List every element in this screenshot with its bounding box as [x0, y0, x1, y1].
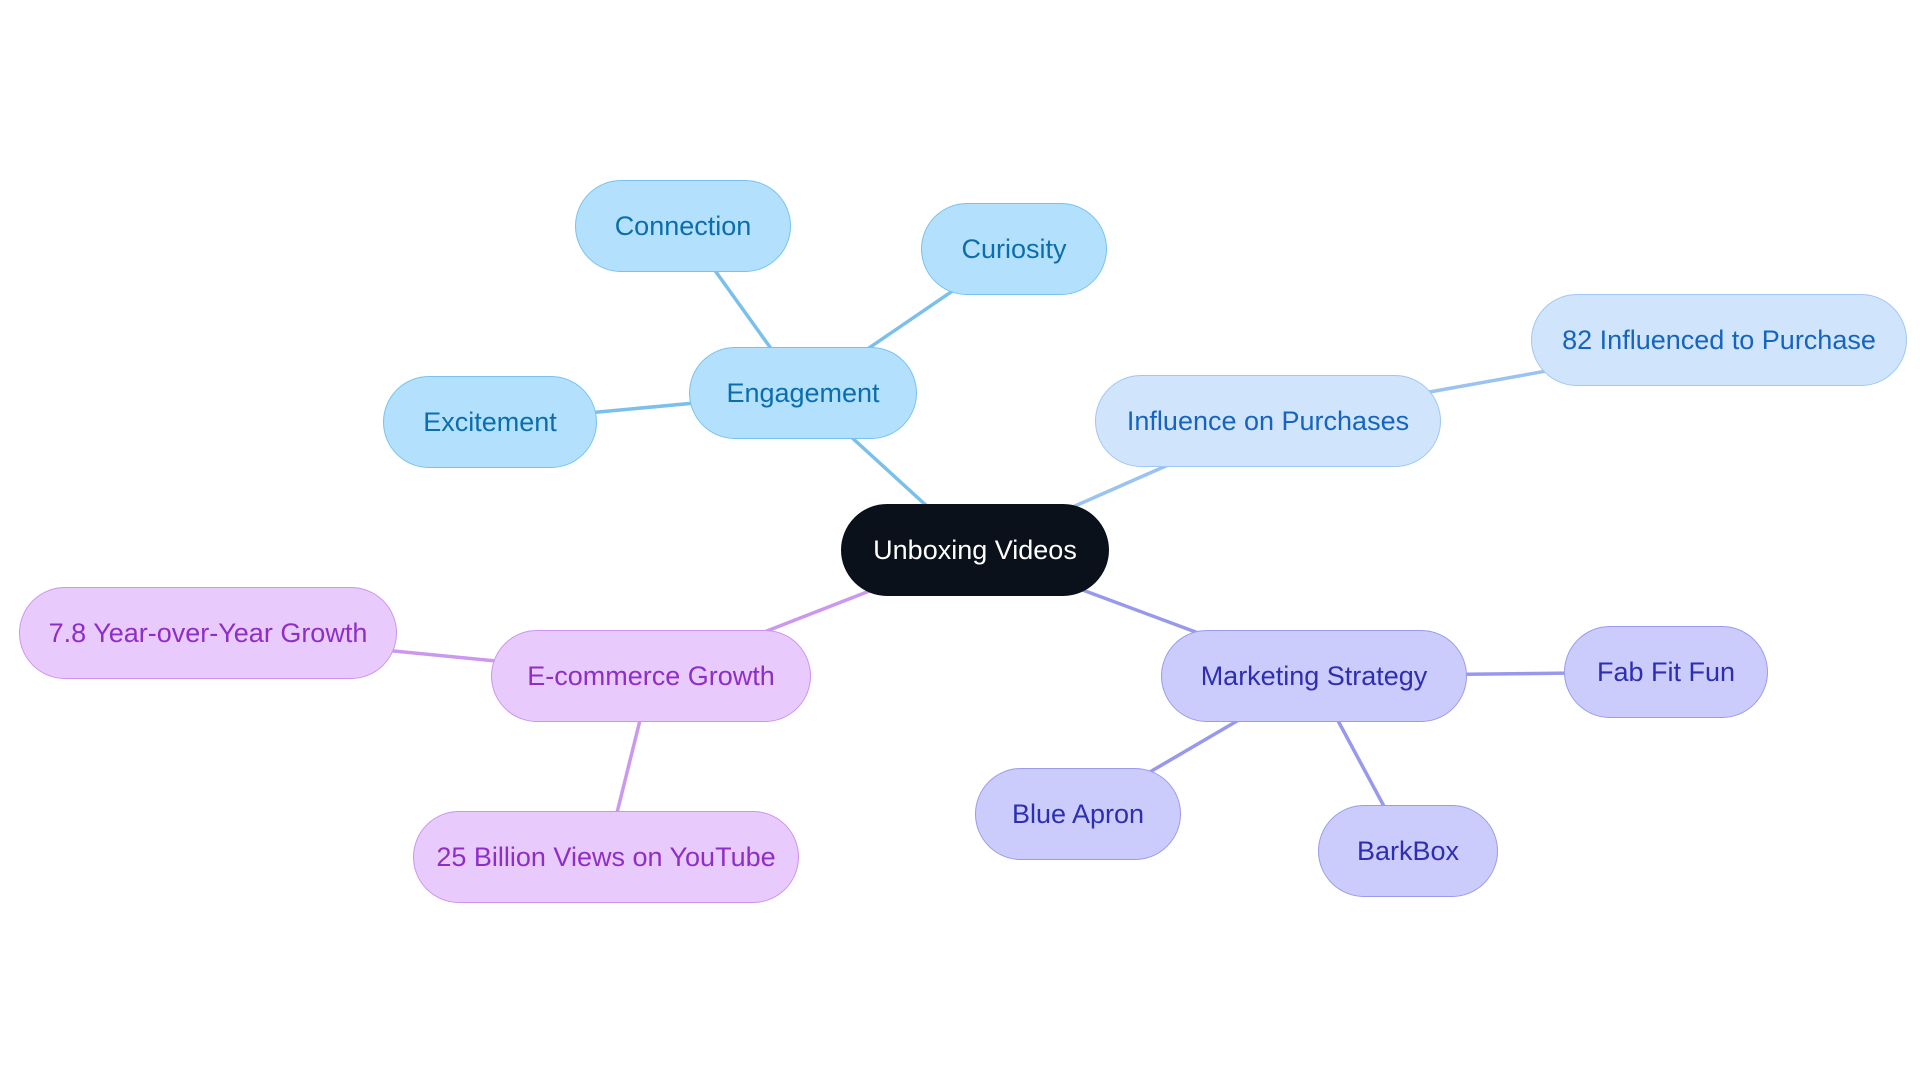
node-engagement[interactable]: Engagement	[689, 347, 917, 439]
root-node-unboxing-videos[interactable]: Unboxing Videos	[841, 504, 1109, 596]
node-barkbox[interactable]: BarkBox	[1318, 805, 1498, 897]
node-curiosity[interactable]: Curiosity	[921, 203, 1107, 295]
node-influence-on-purchases[interactable]: Influence on Purchases	[1095, 375, 1441, 467]
node-blue-apron[interactable]: Blue Apron	[975, 768, 1181, 860]
node-82-influenced-to-purchase[interactable]: 82 Influenced to Purchase	[1531, 294, 1907, 386]
node-7-8-year-over-year-growth[interactable]: 7.8 Year-over-Year Growth	[19, 587, 397, 679]
node-ecommerce-growth[interactable]: E-commerce Growth	[491, 630, 811, 722]
node-marketing-strategy[interactable]: Marketing Strategy	[1161, 630, 1467, 722]
node-connection[interactable]: Connection	[575, 180, 791, 272]
node-fab-fit-fun[interactable]: Fab Fit Fun	[1564, 626, 1768, 718]
node-25-billion-views-on-youtube[interactable]: 25 Billion Views on YouTube	[413, 811, 799, 903]
node-excitement[interactable]: Excitement	[383, 376, 597, 468]
